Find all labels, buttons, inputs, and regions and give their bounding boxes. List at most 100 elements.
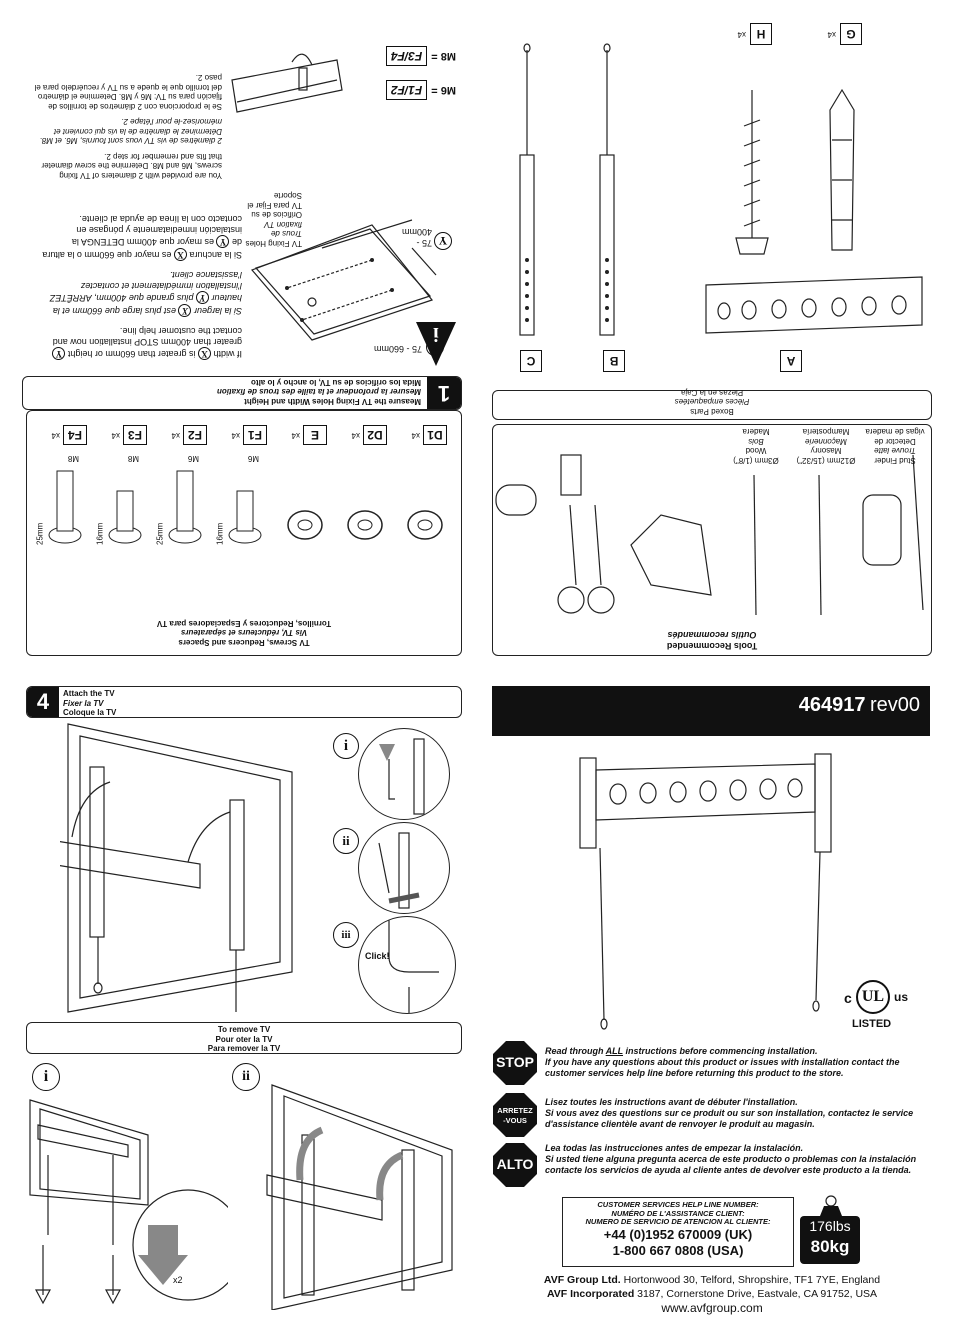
remove-tv-fr: Pour oter la TV <box>215 1034 273 1044</box>
tool-wood-es: Madera <box>742 427 770 437</box>
remove-tv-header: To remove TV Pour oter la TV Para remove… <box>26 1022 462 1054</box>
step4-title-es: Coloque la TV <box>63 708 117 717</box>
step4-title-fr: Fixer la TV <box>63 698 104 708</box>
part-d1-drawing <box>405 505 445 545</box>
part-qty: x4 <box>291 430 300 440</box>
part-code: E <box>303 425 327 445</box>
remove-ii-label: ii <box>232 1063 260 1091</box>
part-code: F2 <box>183 425 207 445</box>
wall-plate-a <box>704 275 924 335</box>
screws-note-es: Se le proporciona con 2 diámetros de tor… <box>34 73 222 112</box>
product-code: 464917 <box>798 694 866 716</box>
part-size: M8 <box>67 454 79 463</box>
part-f4-drawing <box>45 465 85 545</box>
part-label-c: C <box>520 350 542 372</box>
dim-y-value: 75 - 400mm <box>401 227 432 248</box>
stop-sign-icon: STOP <box>492 1040 538 1086</box>
ul-listed: LISTED <box>852 1018 892 1030</box>
product-rev: rev00 <box>869 694 920 716</box>
part-size: M6 <box>247 454 259 463</box>
remove-tv-en: To remove TV <box>217 1025 271 1034</box>
screws-box: TV Screws, Reducers and Spacers Vis TV, … <box>26 410 462 656</box>
tool-stud-en: Stud Finder <box>874 456 916 465</box>
step1-title-en: Measure the TV Fixing Holes Width and He… <box>244 397 421 406</box>
attach-tv-illustration <box>60 722 320 1022</box>
part-f3-drawing <box>105 465 145 545</box>
part-length: 16mm <box>95 522 105 545</box>
tv-measure-diagram: X 75 - 660mm Y 75 - 400mm TV Fixing Hole… <box>246 192 452 360</box>
substep-ii-detail <box>358 822 450 914</box>
substep-i-detail <box>358 728 450 820</box>
part-h-label: H x4 <box>738 23 772 45</box>
info-i-glyph: i <box>433 323 439 345</box>
remove-step-i-illustration: x2 <box>28 1095 228 1310</box>
part-qty: x4 <box>171 430 180 440</box>
part-code: D1 <box>423 425 447 445</box>
part-g-label: G x4 <box>828 23 862 45</box>
substep-iii-detail: Click! <box>358 916 456 1014</box>
y-symbol: Y <box>52 347 66 360</box>
remove-tv-es: Para remover la TV <box>207 1044 281 1053</box>
part-qty: x4 <box>411 430 420 440</box>
stop-text: Read through ALL instructions before com… <box>545 1046 900 1078</box>
tool-stud-es: Detector de vigas de madera <box>865 427 925 447</box>
tool-wood-en: Wood <box>745 446 767 456</box>
alto-sign-icon: ALTO <box>492 1142 538 1188</box>
tools-illustrations <box>491 435 931 625</box>
holes-label-es: Orificios de su TV para Fijar el Soporte <box>247 191 302 220</box>
tool-wood-fr: Bois <box>748 437 764 446</box>
dim-x-symbol: X <box>426 338 444 356</box>
warning-triangle-icon: i <box>414 320 458 368</box>
part-qty: x4 <box>231 430 240 440</box>
ul-c: c <box>844 990 852 1006</box>
company-addresses: AVF Group Ltd. Hortonwood 30, Telford, S… <box>494 1273 930 1315</box>
remove-i-label: i <box>32 1063 60 1091</box>
boxed-parts-panel: Boxed Parts Pièces empaquetées Piezas en… <box>492 10 932 420</box>
step1-header: 1 Measure the TV Fixing Holes Width and … <box>22 376 462 410</box>
screws-note-en: You are provided with 2 diameters of TV … <box>41 152 222 180</box>
tools-box: Tools Recommended Outils recommandés Stu… <box>492 424 932 656</box>
weight-kg: 80kg <box>810 1237 850 1256</box>
tool-stud-fr: Trouve latte <box>874 446 916 456</box>
part-label-a: A <box>780 350 802 372</box>
m6-mapping: M6 = F1/F2 <box>356 80 456 100</box>
screws-title-fr: Vis TV, réducteurs et séparateurs <box>180 628 308 638</box>
screw-install-illustration <box>227 40 347 120</box>
tool-masonry-en: Masonry <box>810 446 842 456</box>
website-link[interactable]: www.avfgroup.com <box>661 1301 763 1315</box>
lag-bolt-h <box>732 80 772 260</box>
weight-icon <box>818 1194 844 1216</box>
substep-ii-label: ii <box>333 828 359 854</box>
part-length: 16mm <box>215 522 225 545</box>
phone-us: 1-800 667 0808 (USA) <box>612 1242 744 1258</box>
tool-drill3: Ø3mm (1/8") <box>733 456 779 465</box>
boxed-parts-header: Boxed Parts Pièces empaquetées Piezas en… <box>492 388 932 420</box>
warning-es: Si la anchura X es mayor que 660mm o la … <box>42 214 242 261</box>
tool-drill12: Ø12mm (15/32") <box>796 456 856 465</box>
tool-masonry-es: Mampostería <box>802 427 850 437</box>
tools-title-fr: Outils recommandés <box>667 630 757 640</box>
part-code: D2 <box>363 425 387 445</box>
dim-x-value: 75 - 660mm <box>373 344 422 354</box>
phone-uk: +44 (0)1952 670009 (UK) <box>603 1226 753 1242</box>
mount-product-illustration <box>570 750 850 1035</box>
part-size: M8 <box>127 454 139 463</box>
part-length: 25mm <box>155 522 165 545</box>
ul-circle-icon: UL <box>856 980 890 1014</box>
warning-en: If width X is greater than 660mm or heig… <box>52 326 242 360</box>
screws-title-es: Tornillos, Reductores y Espaciadores par… <box>156 619 332 628</box>
product-title-bar: 464917 rev00 <box>492 686 930 736</box>
substep-iii-label: iii <box>333 922 359 948</box>
holes-label-fr: Trous de fixation TV <box>264 220 302 239</box>
part-code: F3 <box>123 425 147 445</box>
part-code: F4 <box>63 425 87 445</box>
weight-badge: 176lbs 80kg <box>800 1216 860 1264</box>
arretez-text: Lisez toutes les instructions avant de d… <box>545 1097 914 1129</box>
step4-number-badge: 4 <box>27 687 59 717</box>
